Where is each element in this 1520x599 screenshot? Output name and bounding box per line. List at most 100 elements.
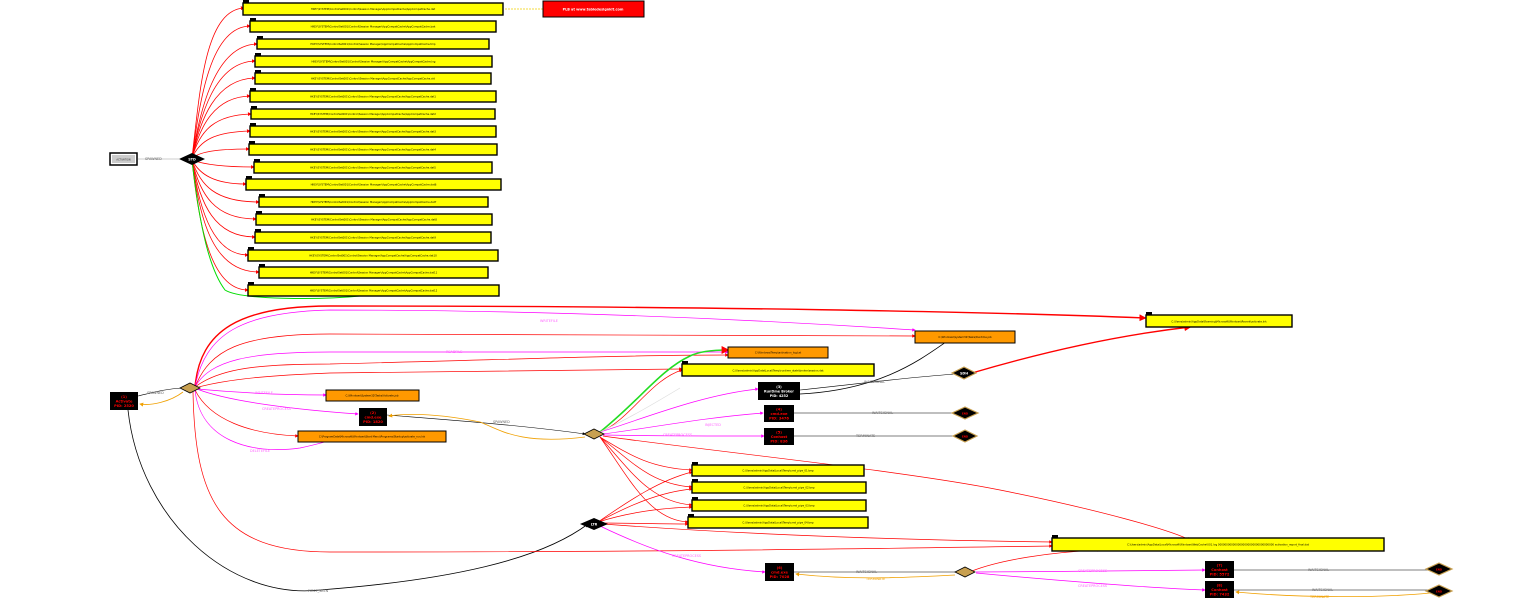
svg-text:(3): (3) bbox=[776, 385, 782, 389]
svg-text:END: END bbox=[962, 412, 969, 416]
right-file-r2[interactable]: C:\Users\admin\AppData\Local\Temp\runtim… bbox=[681, 361, 875, 377]
svg-text:(4): (4) bbox=[776, 408, 782, 412]
url-box[interactable]: PLB at www.tabledesignkit.com bbox=[542, 0, 645, 18]
edge-ltr-m3 bbox=[597, 505, 693, 523]
edge-label-createprocess-3: CREATEPROCESS bbox=[672, 554, 701, 558]
edge-ltr-m2 bbox=[597, 487, 693, 523]
yellow-file-box[interactable]: HKEY\SYSTEM\ControlSet001\Control\Sessio… bbox=[250, 106, 496, 120]
yellow-file-box[interactable]: HKEY\SYSTEM\ControlSet001\Control\Sessio… bbox=[245, 176, 502, 191]
activation-start-box[interactable]: ACTIVATION bbox=[109, 152, 138, 166]
orange-file-2[interactable]: C:\Windows\Temp\activation_log.txt bbox=[727, 346, 829, 359]
svg-text:Runtime Broker: Runtime Broker bbox=[764, 390, 794, 394]
edge-dtf2-rb2 bbox=[599, 387, 681, 433]
yellow-file-label: HKEY\SYSTEM\ControlSet001\Control\Sessio… bbox=[310, 95, 436, 99]
yellow-file-box[interactable]: HKEY\SYSTEM\ControlSet001\Control\Sessio… bbox=[242, 0, 504, 16]
process-node-cmd-2[interactable]: (2) cmd.exe PID: 1820 bbox=[359, 408, 387, 426]
edge-label-waitsignal-1: WAITSIGNAL bbox=[864, 380, 885, 384]
yellow-file-label: HKEY\SYSTEM\ControlSet001\Control\Sessio… bbox=[310, 130, 436, 134]
svg-text:PID: 5572: PID: 5572 bbox=[1210, 573, 1230, 577]
edge-dtf-r1b bbox=[194, 309, 916, 388]
orange-file-4[interactable]: C:\ProgramData\Microsoft\Windows\Start M… bbox=[297, 430, 447, 443]
svg-text:C:\ProgramData\Microsoft\Windo: C:\ProgramData\Microsoft\Windows\Start M… bbox=[319, 435, 426, 439]
svg-text:cmd.exe: cmd.exe bbox=[770, 412, 788, 416]
std-hub[interactable]: STD bbox=[179, 153, 205, 165]
yellow-file-box[interactable]: HKEY\SYSTEM\ControlSet001\Control\Sessio… bbox=[249, 88, 497, 103]
yellow-file-label: HKEY\SYSTEM\ControlSet001\Control\Sessio… bbox=[309, 254, 437, 258]
svg-text:PID: 4252: PID: 4252 bbox=[770, 394, 789, 398]
edge-dtf-o-runtime-red bbox=[194, 353, 729, 388]
process-node-cmd-4[interactable]: (4) cmd.exe PID: 3476 bbox=[764, 405, 794, 422]
edge-hub3-con7 bbox=[975, 568, 1206, 573]
yellow-file-box[interactable]: HKEY\SYSTEM\ControlSet001\Control\Sessio… bbox=[248, 141, 498, 156]
orange-file-3[interactable]: C:\Windows\System32\Tasks\Runtime.job bbox=[914, 330, 1016, 344]
big-file[interactable]: C:\Users\admin\AppData\Local\Microsoft\W… bbox=[1051, 535, 1385, 552]
edge-dtf2-green bbox=[599, 346, 730, 433]
mid-file-1[interactable]: C:\Users\admin\AppData\Local\Temp\cmd_pi… bbox=[691, 462, 865, 477]
yellow-file-box[interactable]: HKEY\SYSTEM\ControlSet001\Control\Sessio… bbox=[254, 53, 493, 68]
svg-text:C:\Windows\System32\Tasks\Acti: C:\Windows\System32\Tasks\Activate.job bbox=[345, 394, 398, 398]
orange-file-1[interactable]: C:\Windows\System32\Tasks\Activate.job bbox=[325, 389, 420, 402]
yellow-file-box[interactable]: HKEY\SYSTEM\ControlSet001\Control\Sessio… bbox=[256, 36, 490, 50]
dtf-hub-left[interactable] bbox=[179, 382, 201, 394]
svg-text:(8): (8) bbox=[1217, 584, 1223, 588]
process-node-conhost-8[interactable]: (8) Conhost PID: 7432 bbox=[1205, 581, 1234, 598]
edge-label-waitsignal-5: WAITSIGNAL bbox=[1312, 588, 1333, 592]
edge-e4-to-con8-orange bbox=[1235, 590, 1431, 598]
mid-file-3[interactable]: C:\Users\admin\AppData\Local\Temp\cmd_pi… bbox=[691, 497, 867, 512]
svg-text:Conhost: Conhost bbox=[771, 435, 788, 439]
svg-text:PID: 7432: PID: 7432 bbox=[1210, 593, 1230, 597]
svg-text:PID: 2520: PID: 2520 bbox=[114, 404, 134, 408]
mid-file-4[interactable]: C:\Users\admin\AppData\Local\Temp\cmd_pi… bbox=[687, 514, 869, 529]
svg-text:PLB at www.tabledesignkit.com: PLB at www.tabledesignkit.com bbox=[563, 8, 624, 12]
yellow-file-box[interactable]: HKEY\SYSTEM\ControlSet001\Control\Sessio… bbox=[247, 247, 499, 262]
svg-text:END: END bbox=[1436, 568, 1443, 572]
process-node-cmd-6[interactable]: (6) cmd.exe PID: 7028 bbox=[765, 563, 794, 581]
svg-text:C:\Users\admin\AppData\Local\T: C:\Users\admin\AppData\Local\Temp\runtim… bbox=[732, 369, 823, 373]
svg-text:(5): (5) bbox=[776, 431, 782, 435]
edge-label-waitsignal-3: WAITSIGNAL bbox=[856, 570, 877, 574]
ltr-hub[interactable]: LTR bbox=[580, 518, 608, 530]
end-marker-1[interactable]: END bbox=[950, 406, 980, 420]
edge-label-start: SPAWNED bbox=[145, 157, 162, 161]
edge-hub3-con8 bbox=[975, 572, 1206, 592]
svg-text:Conhost: Conhost bbox=[1211, 588, 1228, 592]
dtf-hub-low-right[interactable] bbox=[954, 566, 976, 578]
dtf-hub-mid[interactable] bbox=[583, 428, 605, 440]
edge-std-file-10 bbox=[191, 159, 255, 169]
edge-label-deletefile: DELETEFILE bbox=[250, 449, 270, 453]
yellow-file-box[interactable]: HKEY\SYSTEM\ControlSet001\Control\Sessio… bbox=[247, 282, 500, 297]
svg-text:PID: 7028: PID: 7028 bbox=[770, 575, 790, 579]
sdh-hub[interactable]: SDH bbox=[950, 366, 978, 380]
edge-dtf2-to-cmd2-orange bbox=[388, 413, 586, 440]
edge-dtf-o1 bbox=[196, 388, 327, 397]
yellow-file-box[interactable]: HKEY\SYSTEM\ControlSet001\Control\Sessio… bbox=[249, 18, 497, 33]
yellow-file-box[interactable]: HKEY\SYSTEM\ControlSet001\Control\Sessio… bbox=[254, 229, 492, 244]
process-node-conhost-7[interactable]: (7) Conhost PID: 5572 bbox=[1205, 561, 1234, 578]
yellow-file-label: HKEY\SYSTEM\ControlSet001\Control\Sessio… bbox=[312, 60, 436, 64]
edge-std-file-7 bbox=[191, 112, 252, 159]
process-node-runtime-broker[interactable]: (3) Runtime Broker PID: 4252 bbox=[758, 382, 800, 400]
edge-label-terminate-3: TERMINATE bbox=[1309, 595, 1329, 599]
yellow-file-box[interactable]: HKEY\SYSTEM\ControlSet001\Control\Sessio… bbox=[254, 70, 492, 85]
mid-file-2[interactable]: C:\Users\admin\AppData\Local\Temp\cmd_pi… bbox=[691, 479, 867, 494]
svg-text:SDH: SDH bbox=[960, 372, 968, 376]
process-node-conhost-5[interactable]: (5) Conhost PID: 836 bbox=[764, 428, 794, 445]
yellow-file-box[interactable]: HKEY\SYSTEM\ControlSet001\Control\Sessio… bbox=[258, 194, 489, 208]
end-marker-4[interactable]: END bbox=[1424, 584, 1454, 598]
yellow-file-label: HKEY\SYSTEM\ControlSet001\Control\Sessio… bbox=[310, 42, 435, 46]
edge-sdh-to-r1 bbox=[971, 324, 1192, 374]
edge-std-file-11 bbox=[191, 159, 247, 186]
end-marker-3[interactable]: END bbox=[1424, 562, 1454, 576]
edge-std-file-12 bbox=[191, 159, 260, 204]
yellow-file-box[interactable]: HKEY\SYSTEM\ControlSet001\Control\Sessio… bbox=[253, 159, 493, 174]
edge-label-readfile: READFILE bbox=[446, 350, 462, 354]
yellow-file-box[interactable]: HKEY\SYSTEM\ControlSet001\Control\Sessio… bbox=[249, 123, 497, 138]
end-marker-2[interactable]: END bbox=[951, 429, 979, 443]
edge-std-file-5 bbox=[191, 76, 256, 159]
process-node-activate[interactable]: (1) Activate PID: 2520 bbox=[110, 392, 138, 410]
yellow-file-label: HKEY\SYSTEM\ControlSet001\Control\Sessio… bbox=[311, 200, 437, 204]
yellow-file-box[interactable]: HKEY\SYSTEM\ControlSet001\Control\Sessio… bbox=[255, 211, 493, 226]
yellow-file-box[interactable]: HKEY\SYSTEM\ControlSet001\Control\Sessio… bbox=[258, 264, 489, 279]
svg-text:(7): (7) bbox=[1217, 564, 1223, 568]
right-file-r1[interactable]: C:\Users\admin\AppData\Roaming\Microsoft… bbox=[1145, 312, 1293, 328]
